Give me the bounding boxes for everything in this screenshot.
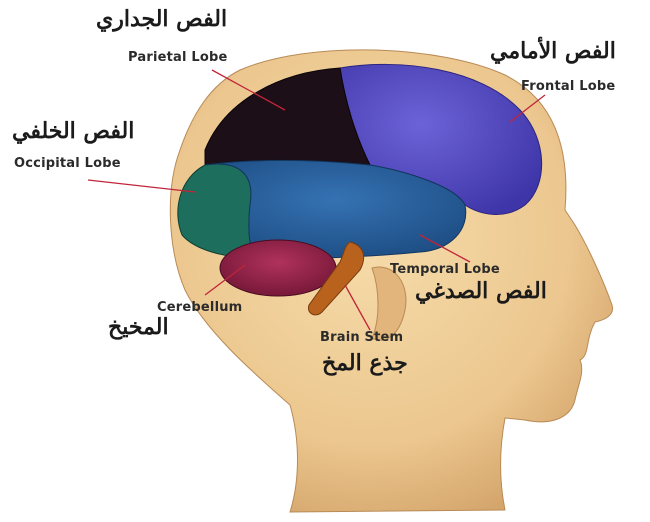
cerebellum-label-ar: المخيخ: [108, 314, 169, 340]
brainstem-label: Brain Stem: [320, 330, 403, 345]
brainstem-label-ar: جذع المخ: [322, 350, 408, 376]
cerebellum-label: Cerebellum: [157, 300, 242, 315]
frontal-label-ar: الفص الأمامي: [490, 38, 616, 64]
parietal-label: Parietal Lobe: [128, 50, 228, 65]
parietal-label-ar: الفص الجداري: [96, 6, 227, 32]
temporal-label-ar: الفص الصدغي: [415, 278, 547, 304]
occipital-label-ar: الفص الخلفي: [12, 118, 134, 144]
temporal-label: Temporal Lobe: [390, 262, 500, 277]
occipital-label: Occipital Lobe: [14, 156, 121, 171]
frontal-label: Frontal Lobe: [521, 79, 615, 94]
cerebellum: [220, 240, 336, 296]
